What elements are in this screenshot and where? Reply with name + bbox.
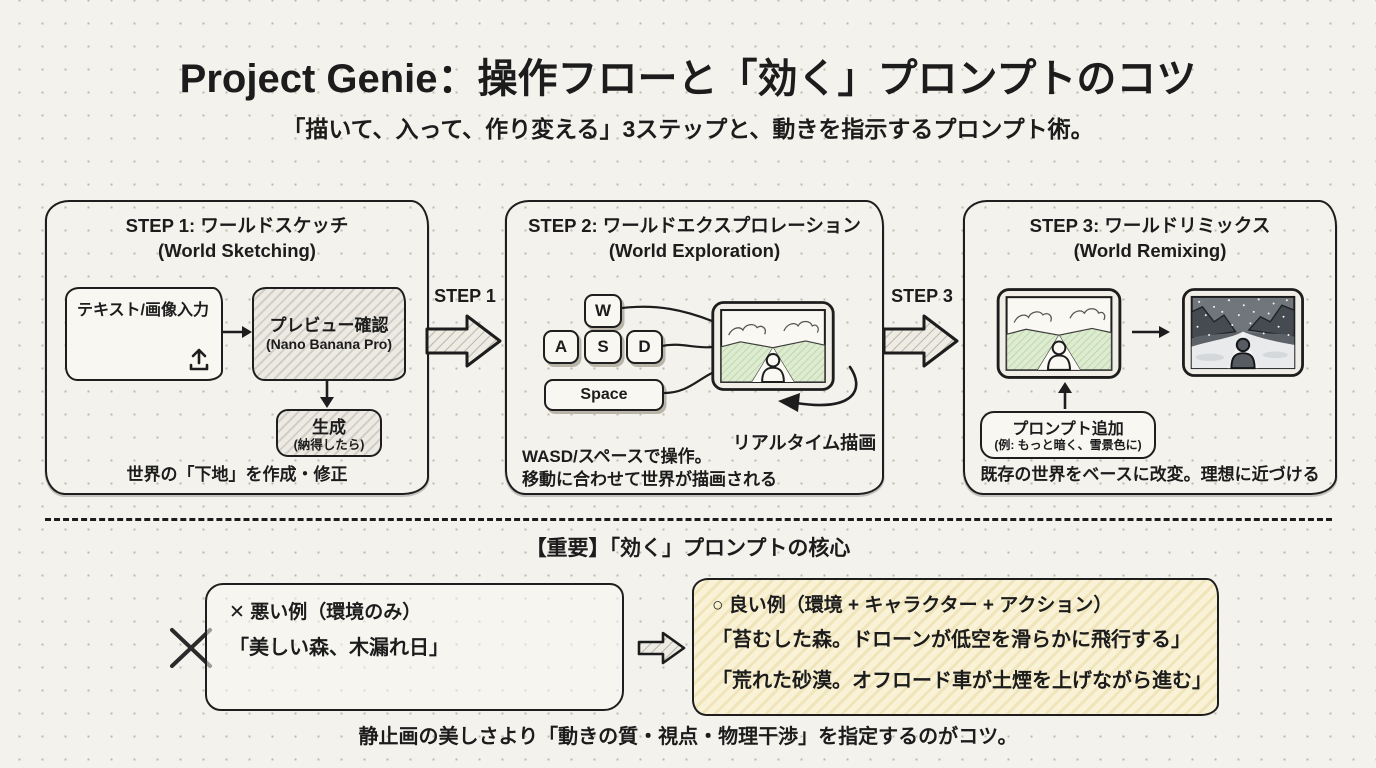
step1-card: STEP 1: ワールドスケッチ (World Sketching) テキスト/… (45, 200, 429, 495)
footer-tip: 静止画の美しさより「動きの質・視点・物理干渉」を指定するのがコツ。 (358, 726, 1018, 748)
good-example-text2: 「荒れた砂漠。オフロード車が土煙を上げながら進む」 (712, 670, 1212, 692)
key-a: A (543, 330, 579, 364)
step3-card: STEP 3: ワールドリミックス (World Remixing) (963, 200, 1337, 495)
step3-title: STEP 3: ワールドリミックス (1029, 215, 1271, 236)
big-step-arrow-icon (882, 314, 959, 368)
preview-box-sub: (Nano Banana Pro) (265, 336, 392, 352)
step3-caption: 既存の世界をベースに改変。理想に近づける (980, 465, 1320, 484)
step2-title: STEP 2: ワールドエクスプロレーション (528, 215, 861, 236)
step2-card: STEP 2: ワールドエクスプロレーション (World Exploratio… (505, 200, 884, 495)
world-screen-day (711, 301, 835, 391)
arrow-right-icon (1132, 326, 1170, 338)
good-example-title: ○ 良い例（環境 + キャラクター + アクション） (712, 595, 1113, 616)
key-space: Space (544, 379, 664, 411)
prompt-add-title: プロンプト追加 (1012, 421, 1124, 438)
step3-subtitle: (World Remixing) (1073, 240, 1227, 261)
world-screen-day (996, 288, 1122, 379)
arrow-up-icon (1058, 382, 1072, 409)
good-example-text1: 「苔むした森。ドローンが低空を滑らかに飛行する」 (712, 629, 1191, 651)
prompt-add-sub: (例: もっと暗く、雪景色に) (994, 438, 1142, 452)
step2-caption1: WASD/スペースで操作。 (522, 447, 712, 466)
flow-arrow1-label: STEP 1 (434, 286, 496, 306)
curved-arrow-icon (778, 365, 858, 412)
good-example-box: ○ 良い例（環境 + キャラクター + アクション） 「苔むした森。ドローンが低… (692, 578, 1219, 716)
upload-icon (189, 348, 209, 371)
arrow-right-icon (223, 326, 252, 338)
step2-caption2: 移動に合わせて世界が描画される (522, 470, 777, 489)
world-screen-night (1182, 288, 1304, 377)
step2-subtitle: (World Exploration) (608, 240, 781, 261)
bad-example-title: ✕ 悪い例（環境のみ） (229, 602, 422, 623)
step1-title: STEP 1: ワールドスケッチ (125, 215, 349, 236)
bad-example-box: ✕ 悪い例（環境のみ） 「美しい森、木漏れ日」 (205, 583, 624, 711)
cross-icon (170, 628, 212, 668)
realtime-label: リアルタイム描画 (732, 433, 877, 453)
preview-box: プレビュー確認 (Nano Banana Pro) (252, 287, 406, 381)
hollow-arrow-icon (637, 631, 686, 665)
generate-box-sub: (納得したら) (293, 438, 365, 452)
text-image-input-box: テキスト/画像入力 (65, 287, 223, 381)
preview-box-title: プレビュー確認 (269, 316, 389, 335)
key-connector-lines (621, 305, 713, 395)
page-subtitle: 「描いて、入って、作り変える」3ステップと、動きを指示するプロンプト術。 (282, 116, 1094, 142)
step1-caption: 世界の「下地」を作成・修正 (126, 465, 348, 484)
key-d: D (626, 330, 663, 364)
key-w: W (584, 294, 622, 328)
page-title: Project Genie：操作フローと「効く」プロンプトのコツ (179, 57, 1197, 101)
generate-box: 生成 (納得したら) (276, 409, 382, 457)
flow-arrow2-label: STEP 3 (891, 286, 953, 306)
dashed-divider (45, 518, 1332, 521)
arrow-down-icon (320, 381, 334, 408)
big-step-arrow-icon (425, 314, 502, 368)
input-box-label: テキスト/画像入力 (77, 302, 209, 319)
prompt-tips-heading: 【重要】「効く」プロンプトの核心 (525, 537, 851, 560)
bad-example-text: 「美しい森、木漏れ日」 (229, 637, 449, 659)
prompt-add-box: プロンプト追加 (例: もっと暗く、雪景色に) (980, 411, 1156, 459)
key-s: S (584, 330, 622, 364)
generate-box-title: 生成 (312, 418, 346, 437)
step1-subtitle: (World Sketching) (158, 240, 316, 261)
